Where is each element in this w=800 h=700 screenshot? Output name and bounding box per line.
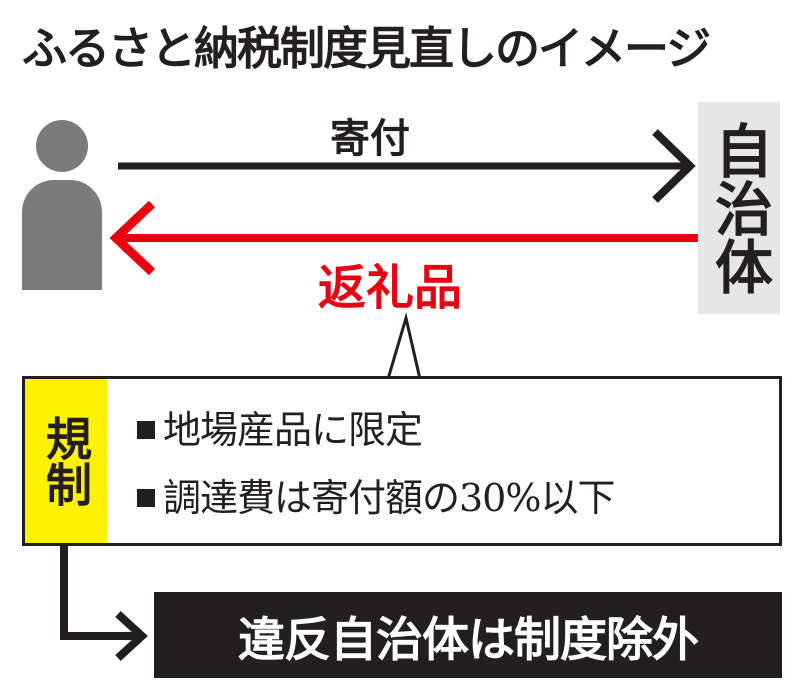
square-bullet-icon (137, 420, 155, 439)
regulation-callout: 規制 地場産品に限定 調達費は寄付額の30%以下 (22, 376, 782, 546)
donation-arrowhead (652, 129, 696, 203)
municipality-box: 自治体 (698, 102, 780, 314)
regulation-tag: 規制 (25, 379, 107, 543)
person-body (22, 180, 102, 290)
square-bullet-icon (137, 488, 155, 507)
result-arrowhead (115, 611, 148, 661)
callout-pointer (385, 312, 422, 381)
regulation-item: 地場産品に限定 (137, 399, 423, 454)
result-box: 違反自治体は制度除外 (154, 592, 782, 678)
gift-arrowhead (109, 200, 156, 276)
person-head (36, 120, 88, 172)
donation-label: 寄付 (330, 116, 410, 162)
regulation-item-text: 地場産品に限定 (163, 408, 423, 452)
regulation-item: 調達費は寄付額の30%以下 (137, 467, 615, 522)
page-title: ふるさと納税制度見直しのイメージ (22, 22, 711, 75)
result-connector (60, 546, 138, 640)
gift-label: 返礼品 (318, 260, 463, 316)
person-icon (22, 120, 102, 290)
regulation-item-text: 調達費は寄付額の30%以下 (163, 476, 615, 520)
